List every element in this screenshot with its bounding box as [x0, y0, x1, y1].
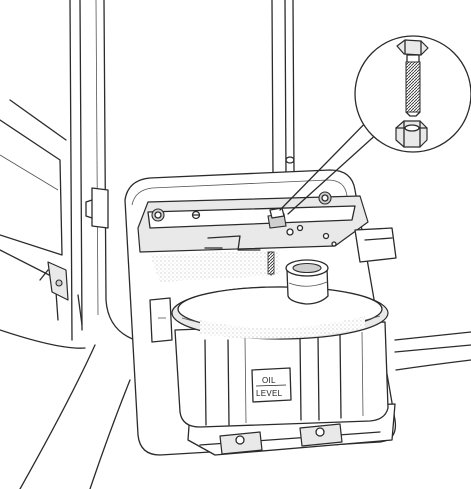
nut-detail: [395, 120, 428, 148]
oil-level-label-line1: OIL: [262, 376, 276, 385]
bolt-detail: [396, 39, 429, 117]
installed-bolt: [267, 207, 294, 276]
sump-pump: OIL LEVEL: [171, 259, 396, 456]
oil-level-label-line2: LEVEL: [256, 389, 283, 398]
